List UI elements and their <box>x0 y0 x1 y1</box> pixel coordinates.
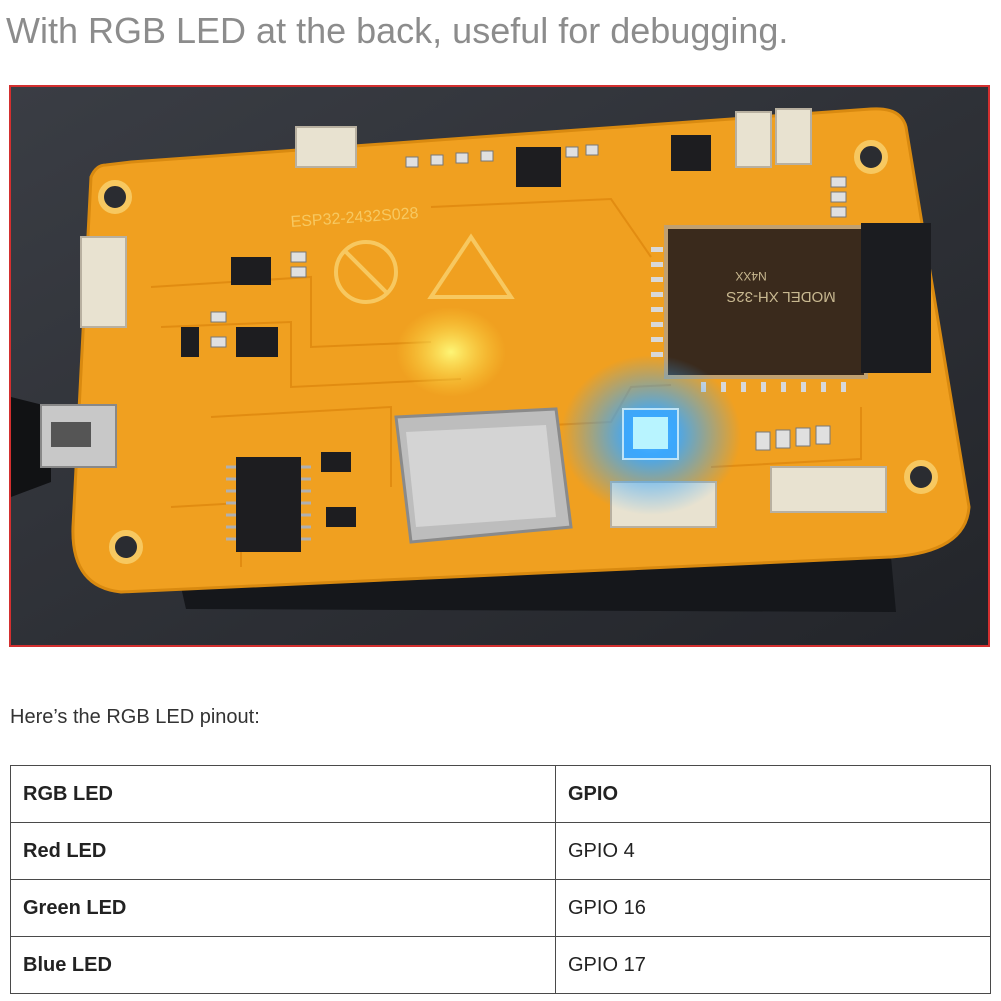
header-rgb-led: RGB LED <box>10 765 556 823</box>
pinout-table: RGB LED GPIO Red LED GPIO 4 Green LED GP… <box>10 765 991 994</box>
led-name: Red LED <box>10 822 556 880</box>
shift-register-ic <box>236 457 301 552</box>
gpio-value: GPIO 16 <box>555 879 991 937</box>
module-sublabel: N4XX <box>735 269 766 283</box>
table-row: Red LED GPIO 4 <box>10 822 991 880</box>
board-photo: MODEL XH-32S N4XX ESP32-2432S028 <box>9 85 990 647</box>
pinout-intro: Here’s the RGB LED pinout: <box>10 706 260 728</box>
antenna-area <box>861 223 931 373</box>
ic <box>231 257 271 285</box>
led-name: Blue LED <box>10 936 556 994</box>
table-row: Green LED GPIO 16 <box>10 879 991 937</box>
ic <box>516 147 561 187</box>
push-button <box>775 108 812 165</box>
header-gpio: GPIO <box>555 765 991 823</box>
led-name: Green LED <box>10 879 556 937</box>
board-illustration: MODEL XH-32S N4XX ESP32-2432S028 <box>11 87 988 645</box>
pb-free-symbol <box>334 240 398 304</box>
push-button <box>735 111 772 168</box>
ic <box>236 327 278 357</box>
table-row: Blue LED GPIO 17 <box>10 936 991 994</box>
gpio-value: GPIO 4 <box>555 822 991 880</box>
gpio-value: GPIO 17 <box>555 936 991 994</box>
ic <box>671 135 711 171</box>
yellow-glow <box>396 307 506 397</box>
page-headline: With RGB LED at the back, useful for deb… <box>6 10 789 51</box>
esp32-module <box>664 225 868 379</box>
jst-connector <box>770 466 887 513</box>
esd-symbol <box>427 233 515 299</box>
table-header-row: RGB LED GPIO <box>10 765 991 823</box>
diode <box>181 327 199 357</box>
module-label: MODEL XH-32S <box>726 288 835 305</box>
jst-connector <box>295 126 357 168</box>
jst-connector <box>80 236 127 328</box>
screen-underside <box>181 557 896 612</box>
